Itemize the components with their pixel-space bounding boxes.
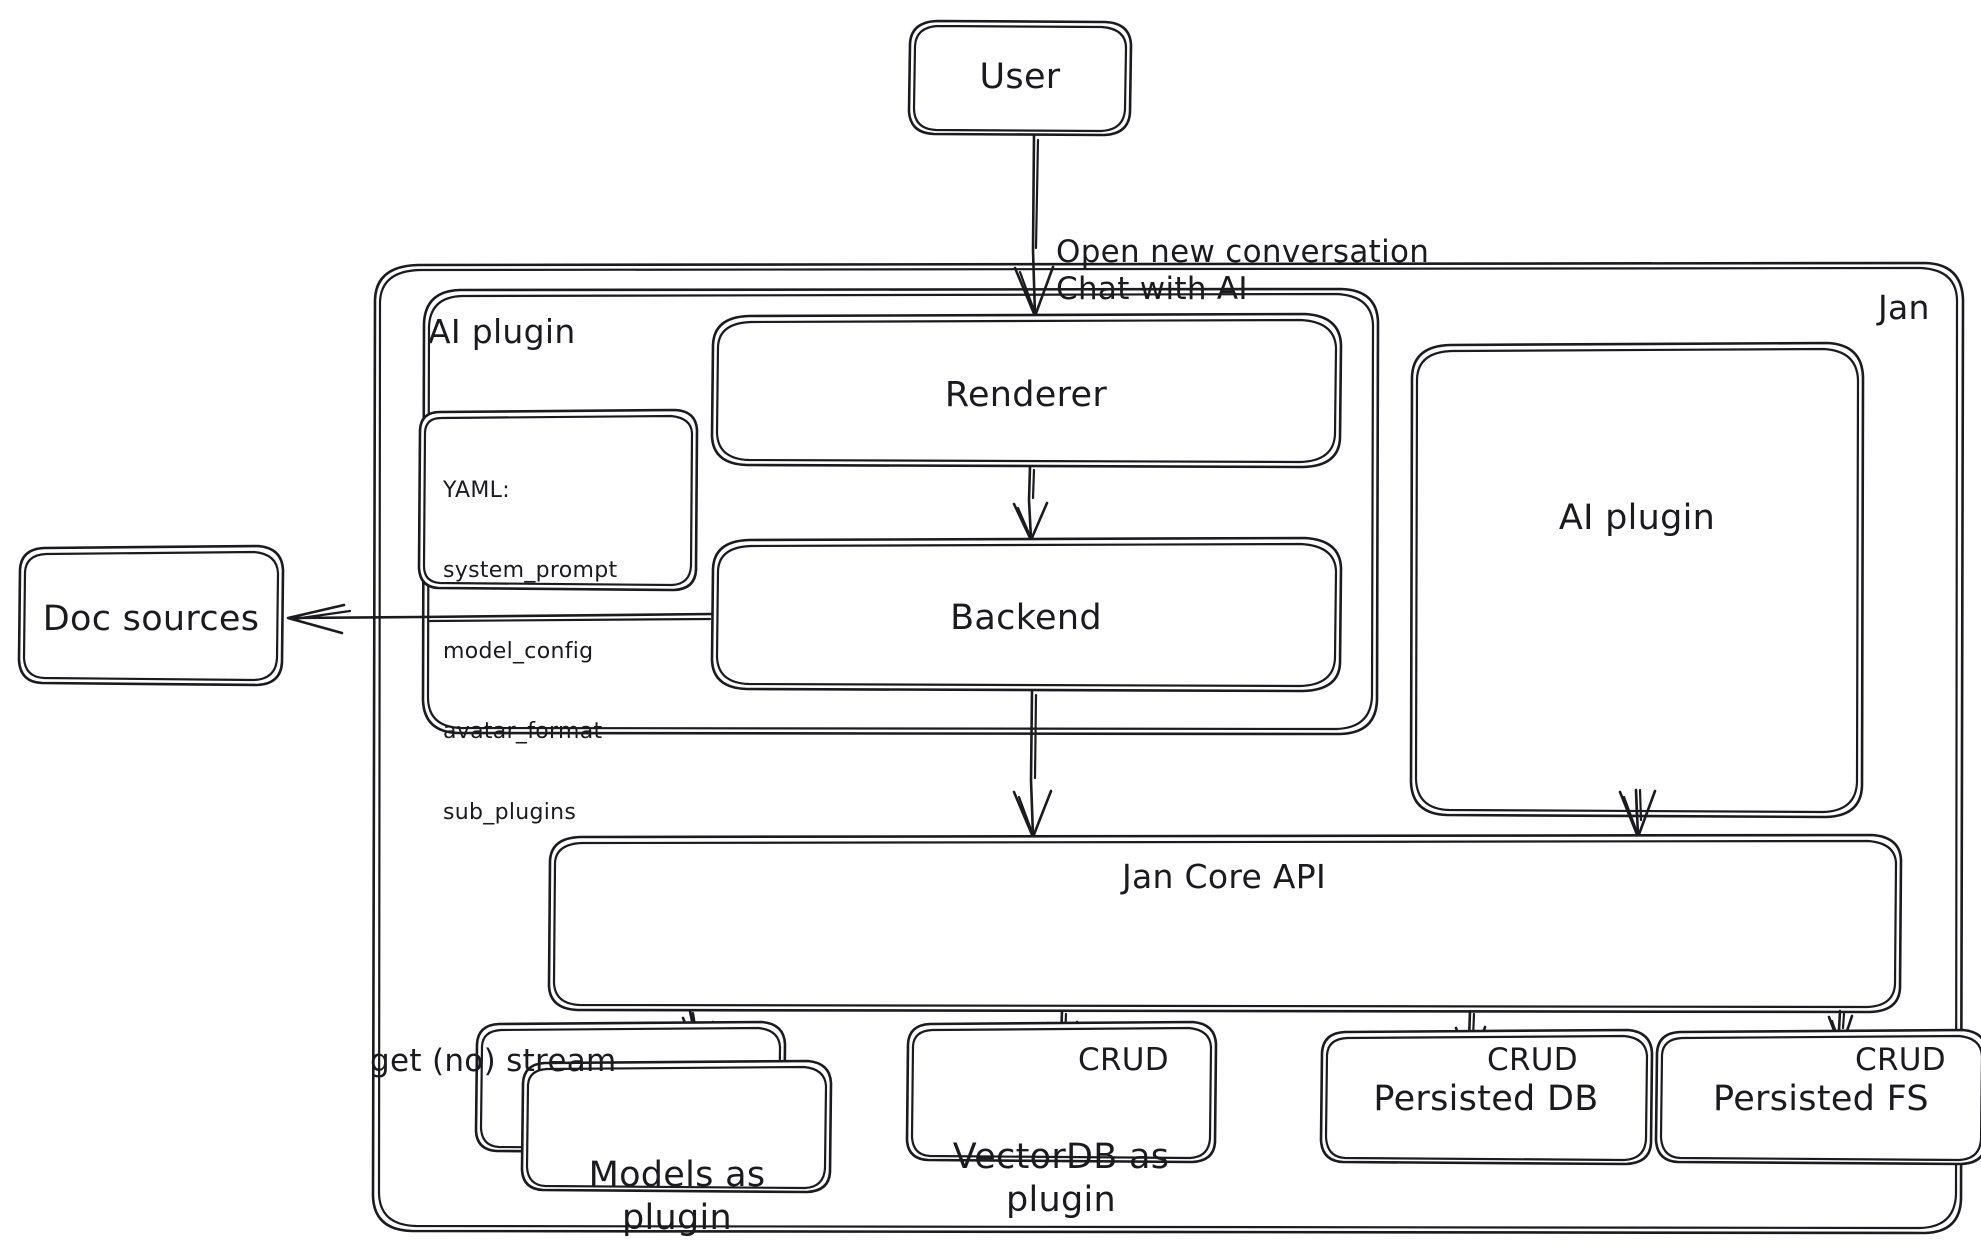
edge-backend-to-doc-sources	[286, 603, 714, 635]
vectordb-plugin-box-shape	[905, 1020, 1218, 1164]
persisted-fs-box-shape	[1654, 1028, 1981, 1166]
doc-sources-box-shape	[17, 544, 285, 687]
persisted-db-box-shape	[1319, 1028, 1654, 1166]
ai-plugin-box-shape	[1409, 341, 1865, 819]
models-plugin-box-shape	[474, 1020, 833, 1194]
backend-box-shape	[710, 536, 1343, 693]
jan-core-api-box-shape	[547, 833, 1903, 1014]
user-box-shape	[907, 19, 1133, 137]
jan-container-shape	[371, 261, 1965, 1235]
renderer-box-shape	[710, 312, 1343, 469]
edge-renderer-to-backend	[1012, 465, 1049, 542]
yaml-note-shape	[417, 408, 699, 592]
ai-plugin-group-shape	[421, 287, 1380, 736]
edge-backend-to-core	[1012, 689, 1053, 839]
